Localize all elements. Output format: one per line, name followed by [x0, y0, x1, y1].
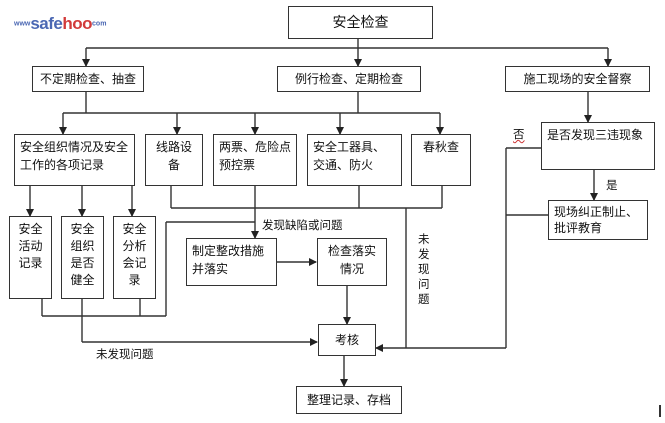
label-found-defects: 发现缺陷或问题 — [262, 218, 343, 233]
node-root-text: 安全检查 — [332, 14, 389, 31]
node-three-violations-text: 是否发现三违现象 — [547, 128, 644, 142]
node-irregular: 不定期检查、抽查 — [32, 66, 144, 92]
node-check-implementation: 检查落实情况 — [317, 238, 387, 286]
logo-part1: safe — [30, 14, 63, 33]
node-root: 安全检查 — [288, 6, 433, 39]
node-rectify-measures-text: 制定整改措施并落实 — [192, 244, 265, 276]
label-no: 否 — [513, 127, 525, 142]
node-archive: 整理记录、存档 — [296, 386, 402, 414]
text-cursor — [659, 405, 661, 417]
node-org-sound-text: 安全组织是否健全 — [70, 222, 95, 287]
node-line-equipment: 线路设备 — [145, 134, 203, 186]
node-assessment-text: 考核 — [334, 333, 359, 347]
node-line-equipment-text: 线路设备 — [155, 140, 192, 172]
label-no-problem-bottom: 未发现问题 — [96, 347, 154, 362]
node-analysis-records-text: 安全分析会记录 — [122, 222, 147, 287]
node-spring-autumn-text: 春秋查 — [422, 140, 459, 154]
node-correct-onsite: 现场纠正制止、批评教育 — [548, 200, 648, 240]
node-irregular-text: 不定期检查、抽查 — [39, 72, 136, 86]
node-analysis-records: 安全分析会记录 — [113, 216, 156, 299]
node-routine-text: 例行检查、定期检查 — [294, 72, 403, 86]
node-org-sound: 安全组织是否健全 — [61, 216, 104, 299]
node-correct-onsite-text: 现场纠正制止、批评教育 — [554, 205, 639, 235]
node-tools: 安全工器具、交通、防火 — [307, 134, 402, 186]
logo-prefix: www — [14, 20, 31, 28]
label-no-problem-vertical: 未发现问题 — [418, 232, 431, 307]
safehoo-logo: wwwsafehoocom — [14, 14, 106, 35]
node-spring-autumn: 春秋查 — [411, 134, 471, 186]
node-org-records-text: 安全组织情况及安全工作的各项记录 — [20, 140, 129, 172]
node-three-violations: 是否发现三违现象 — [541, 122, 655, 170]
logo-part2: hoo — [62, 14, 93, 33]
node-site-supervision-text: 施工现场的安全督察 — [523, 72, 632, 86]
logo-suffix: com — [92, 20, 107, 28]
node-tickets-text: 两票、危险点预控票 — [219, 140, 292, 172]
node-tools-text: 安全工器具、交通、防火 — [313, 140, 386, 172]
label-yes: 是 — [606, 178, 618, 193]
node-site-supervision: 施工现场的安全督察 — [505, 66, 650, 92]
node-tickets: 两票、危险点预控票 — [213, 134, 297, 186]
node-activity-records: 安全活动记录 — [9, 216, 52, 299]
node-org-records: 安全组织情况及安全工作的各项记录 — [14, 134, 135, 186]
node-assessment: 考核 — [318, 324, 376, 356]
node-archive-text: 整理记录、存档 — [306, 393, 391, 407]
node-activity-records-text: 安全活动记录 — [18, 222, 43, 270]
node-check-implementation-text: 检查落实情况 — [327, 244, 376, 276]
node-routine: 例行检查、定期检查 — [277, 66, 421, 92]
node-rectify-measures: 制定整改措施并落实 — [186, 238, 277, 286]
